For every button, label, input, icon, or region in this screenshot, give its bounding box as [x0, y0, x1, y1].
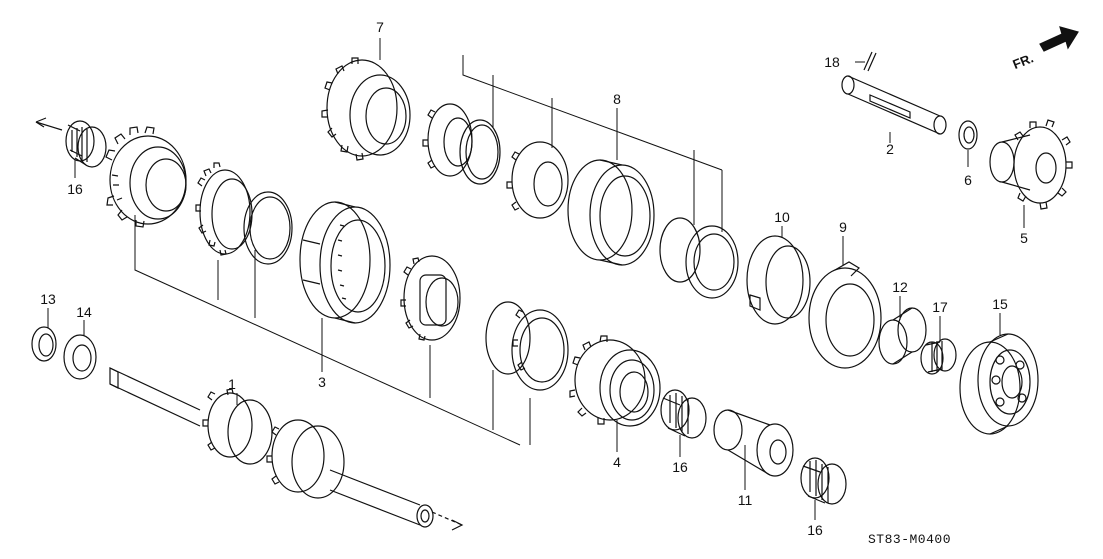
callout-15: 15 — [992, 296, 1008, 312]
gear-5 — [989, 119, 1073, 210]
callout-16-lower-right: 16 — [807, 522, 823, 538]
gear-7 — [321, 57, 411, 161]
callout-6: 6 — [964, 172, 972, 188]
callout-5: 5 — [1020, 230, 1028, 246]
gear-4 — [569, 335, 661, 427]
bracket-lines — [134, 55, 723, 446]
part-11-collar — [713, 409, 794, 477]
needle-bearing-middle — [660, 389, 707, 439]
front-direction-label: FR. — [1010, 50, 1035, 72]
gear-large-left — [105, 126, 187, 228]
callout-4: 4 — [613, 454, 621, 470]
callout-8: 8 — [613, 91, 621, 107]
callout-18: 18 — [824, 54, 840, 70]
leader-lines — [35, 38, 1025, 520]
part-12-collar — [878, 307, 927, 365]
synchro-hub-middle — [400, 255, 461, 341]
needle-bearing-17 — [920, 338, 957, 375]
pin-18 — [863, 51, 877, 72]
needle-bearing-top-left — [35, 120, 107, 168]
washer-14 — [63, 334, 97, 380]
callout-1: 1 — [228, 376, 236, 392]
washer-13 — [31, 326, 57, 362]
front-direction-arrow — [1039, 26, 1079, 52]
sleeve-3 — [299, 201, 391, 324]
callout-labels: 1 2 3 4 5 6 7 8 9 10 11 12 13 14 15 16 1… — [40, 19, 1035, 547]
synchro-ring-left — [243, 191, 293, 265]
part-10-ring — [746, 235, 811, 325]
synchro-ring-right — [659, 217, 739, 299]
mainshaft-1 — [109, 367, 464, 531]
callout-7: 7 — [376, 19, 384, 35]
callout-14: 14 — [76, 304, 92, 320]
callout-11: 11 — [738, 492, 753, 508]
synchro-hub-right — [506, 141, 569, 219]
callout-3: 3 — [318, 374, 326, 390]
callout-17: 17 — [932, 299, 948, 315]
part-9-plate — [808, 261, 882, 369]
synchro-ring-lower — [485, 301, 569, 391]
callout-16-middle: 16 — [672, 459, 688, 475]
ball-bearing-15 — [959, 333, 1039, 435]
needle-bearing-lower-right — [800, 457, 847, 505]
countershaft-2 — [841, 75, 947, 135]
callout-2: 2 — [886, 141, 894, 157]
callout-10: 10 — [774, 209, 790, 225]
diagram-code: ST83-M0400 — [868, 532, 951, 547]
washer-6 — [958, 120, 978, 150]
callout-16-top-left: 16 — [67, 181, 83, 197]
callout-13: 13 — [40, 291, 56, 307]
synchro-hub-top — [422, 103, 501, 185]
sleeve-8 — [567, 159, 655, 266]
synchro-hub-left — [195, 162, 253, 256]
callout-12: 12 — [892, 279, 908, 295]
callout-9: 9 — [839, 219, 847, 235]
